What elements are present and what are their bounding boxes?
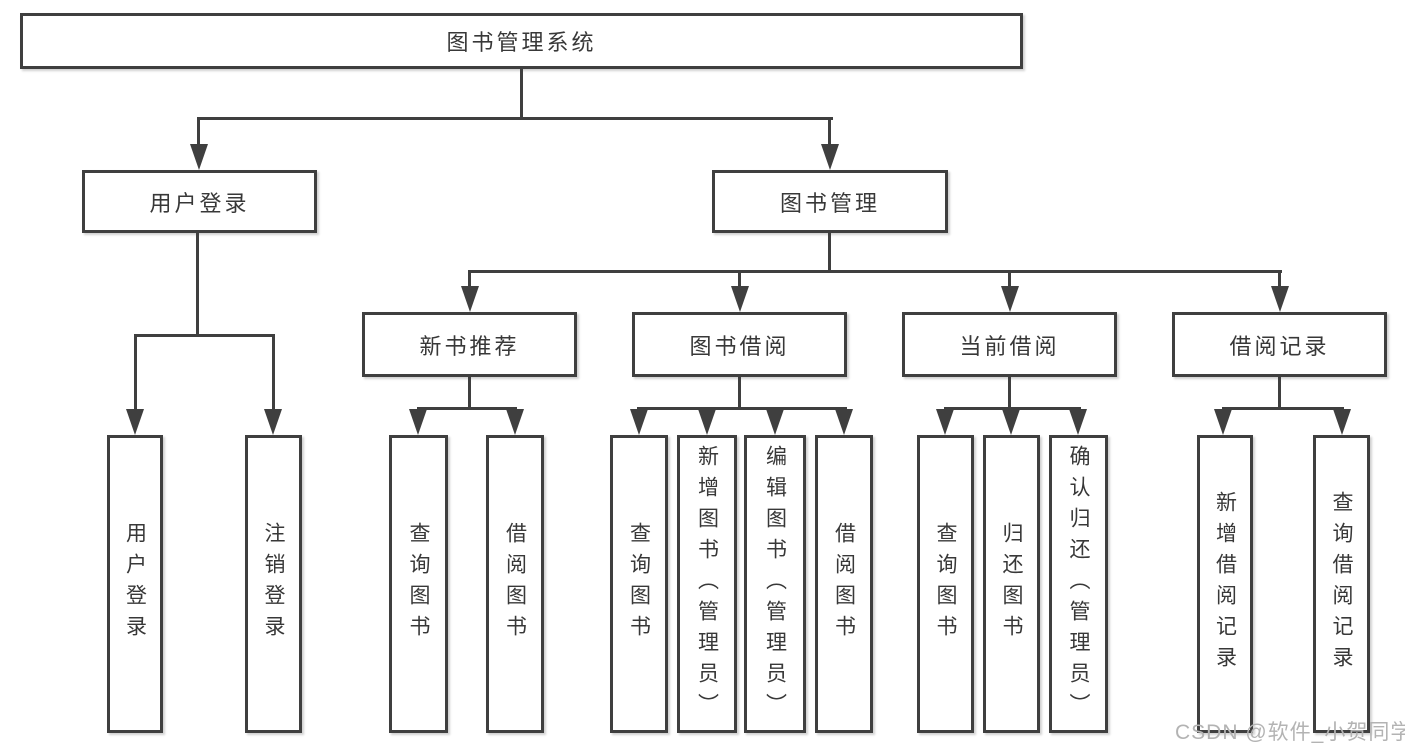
connector-level3-rail bbox=[468, 270, 1282, 273]
connector-book-borrow-stem bbox=[738, 377, 741, 409]
arrowhead-down-icon bbox=[1333, 409, 1351, 435]
node-current-borrow-label: 当前借阅 bbox=[959, 333, 1060, 359]
leaf-edit-books-admin-label: 编辑图书（管理员） bbox=[763, 444, 787, 724]
leaf-query-books-current: 查询图书 bbox=[917, 435, 974, 733]
leaf-borrow-books-borrow-label: 借阅图书 bbox=[832, 522, 856, 646]
leaf-borrow-books-newrec-label: 借阅图书 bbox=[503, 522, 527, 646]
connector-book-borrow-rail bbox=[637, 407, 847, 410]
arrowhead-down-icon bbox=[766, 409, 784, 435]
node-book-mgmt-group: 图书管理 bbox=[712, 170, 948, 233]
arrowhead-down-icon bbox=[1002, 409, 1020, 435]
leaf-query-borrow-record: 查询借阅记录 bbox=[1313, 435, 1370, 733]
arrowhead-down-icon bbox=[821, 144, 839, 170]
leaf-query-books-borrow-label: 查询图书 bbox=[627, 522, 651, 646]
node-new-book-rec-label: 新书推荐 bbox=[419, 333, 520, 359]
arrowhead-down-icon bbox=[506, 409, 524, 435]
connector-borrow-record-shaft bbox=[1278, 270, 1281, 288]
connector-user-login-shaft bbox=[197, 117, 200, 147]
connector-current-borrow-shaft bbox=[1008, 270, 1011, 288]
connector-user-login-rail bbox=[134, 334, 275, 337]
connector-leaf-shaft bbox=[134, 334, 137, 411]
node-book-borrow: 图书借阅 bbox=[632, 312, 847, 377]
leaf-query-books-newrec: 查询图书 bbox=[389, 435, 448, 733]
connector-current-borrow-rail bbox=[944, 407, 1081, 410]
leaf-user-login: 用户登录 bbox=[107, 435, 163, 733]
arrowhead-down-icon bbox=[126, 409, 144, 435]
connector-new-book-rec-stem bbox=[468, 377, 471, 409]
node-user-login-group-label: 用户登录 bbox=[149, 190, 250, 216]
connector-new-book-rec-shaft bbox=[468, 270, 471, 288]
leaf-add-books-admin: 新增图书（管理员） bbox=[677, 435, 737, 733]
arrowhead-down-icon bbox=[835, 409, 853, 435]
connector-book-mgmt-stem bbox=[828, 233, 831, 273]
connector-book-mgmt-shaft bbox=[828, 117, 831, 147]
connector-borrow-record-rail bbox=[1222, 407, 1344, 410]
arrowhead-down-icon bbox=[461, 286, 479, 312]
leaf-return-books: 归还图书 bbox=[983, 435, 1040, 733]
leaf-query-borrow-record-label: 查询借阅记录 bbox=[1330, 491, 1353, 677]
arrowhead-down-icon bbox=[936, 409, 954, 435]
arrowhead-down-icon bbox=[1214, 409, 1232, 435]
leaf-confirm-return-admin: 确认归还（管理员） bbox=[1049, 435, 1108, 733]
connector-new-book-rec-rail bbox=[417, 407, 517, 410]
node-borrow-record-label: 借阅记录 bbox=[1229, 333, 1330, 359]
connector-leaf-shaft bbox=[272, 334, 275, 411]
arrowhead-down-icon bbox=[630, 409, 648, 435]
node-book-borrow-label: 图书借阅 bbox=[689, 333, 790, 359]
arrowhead-down-icon bbox=[1271, 286, 1289, 312]
node-current-borrow: 当前借阅 bbox=[902, 312, 1117, 377]
connector-book-borrow-shaft bbox=[738, 270, 741, 288]
arrowhead-down-icon bbox=[698, 409, 716, 435]
connector-current-borrow-stem bbox=[1008, 377, 1011, 409]
leaf-query-books-current-label: 查询图书 bbox=[934, 522, 957, 646]
node-root-label: 图书管理系统 bbox=[446, 30, 597, 55]
arrowhead-down-icon bbox=[190, 144, 208, 170]
leaf-add-borrow-record: 新增借阅记录 bbox=[1197, 435, 1253, 733]
node-root-system: 图书管理系统 bbox=[20, 13, 1023, 69]
leaf-edit-books-admin: 编辑图书（管理员） bbox=[744, 435, 806, 733]
leaf-borrow-books-newrec: 借阅图书 bbox=[486, 435, 544, 733]
leaf-return-books-label: 归还图书 bbox=[1000, 522, 1023, 646]
arrowhead-down-icon bbox=[1001, 286, 1019, 312]
leaf-logout-login: 注销登录 bbox=[245, 435, 302, 733]
node-new-book-rec: 新书推荐 bbox=[362, 312, 577, 377]
leaf-add-borrow-record-label: 新增借阅记录 bbox=[1213, 491, 1237, 677]
arrowhead-down-icon bbox=[1069, 409, 1087, 435]
arrowhead-down-icon bbox=[409, 409, 427, 435]
leaf-add-books-admin-label: 新增图书（管理员） bbox=[695, 444, 719, 724]
node-user-login-group: 用户登录 bbox=[82, 170, 317, 233]
connector-root-stem bbox=[520, 69, 523, 119]
leaf-confirm-return-admin-label: 确认归还（管理员） bbox=[1067, 444, 1090, 724]
leaf-borrow-books-borrow: 借阅图书 bbox=[815, 435, 873, 733]
leaf-user-login-label: 用户登录 bbox=[123, 522, 147, 646]
watermark-text: CSDN @软件_小贺同学 bbox=[1175, 721, 1405, 744]
connector-borrow-record-stem bbox=[1278, 377, 1281, 409]
connector-level2-rail bbox=[197, 117, 833, 120]
leaf-query-books-borrow: 查询图书 bbox=[610, 435, 668, 733]
arrowhead-down-icon bbox=[731, 286, 749, 312]
leaf-logout-login-label: 注销登录 bbox=[262, 522, 285, 646]
connector-user-login-stem bbox=[196, 233, 199, 336]
leaf-query-books-newrec-label: 查询图书 bbox=[407, 522, 430, 646]
arrowhead-down-icon bbox=[264, 409, 282, 435]
node-book-mgmt-group-label: 图书管理 bbox=[779, 190, 880, 216]
node-borrow-record: 借阅记录 bbox=[1172, 312, 1387, 377]
